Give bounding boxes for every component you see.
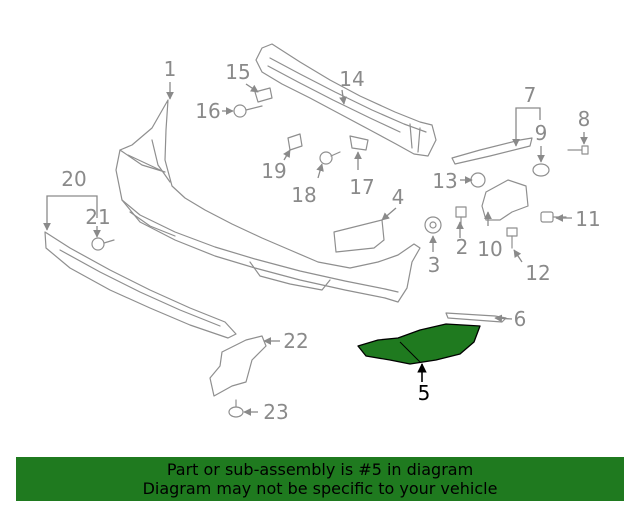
bolt-vertical-drawing <box>506 227 518 249</box>
trim-strip-drawing <box>445 312 507 323</box>
callout-10: 10 <box>477 237 502 261</box>
callout-8: 8 <box>578 107 591 131</box>
splash-shield-highlighted <box>357 323 481 365</box>
clip-15-drawing <box>254 87 273 103</box>
push-clip-drawing <box>228 399 244 418</box>
callout-4: 4 <box>392 185 405 209</box>
small-bolt-drawing <box>455 206 467 229</box>
side-strip-drawing <box>451 137 533 165</box>
callout-21: 21 <box>85 205 110 229</box>
exploded-parts-diagram: 1 2 3 4 5 6 7 8 9 10 11 12 13 14 15 16 1… <box>43 43 601 424</box>
callout-18: 18 <box>291 183 316 207</box>
callout-19: 19 <box>261 159 286 183</box>
reinforcement-beam-drawing <box>255 43 437 157</box>
leader-lines <box>43 82 588 416</box>
clip-17-drawing <box>349 135 369 151</box>
callout-9: 9 <box>535 121 548 145</box>
callout-11: 11 <box>575 207 600 231</box>
callout-13: 13 <box>432 169 457 193</box>
banner-line-2: Diagram may not be specific to your vehi… <box>142 479 498 498</box>
info-banner: Part or sub-assembly is #5 in diagram Di… <box>16 457 624 501</box>
bumper-cover-drawing <box>115 99 421 303</box>
callout-7: 7 <box>524 83 537 107</box>
lower-valance-drawing <box>44 231 237 339</box>
callout-14: 14 <box>339 67 364 91</box>
callout-17: 17 <box>349 175 374 199</box>
callout-12: 12 <box>525 261 550 285</box>
screw-drawing <box>567 145 589 155</box>
clip-drawing <box>532 163 550 177</box>
side-bracket-drawing <box>209 335 267 397</box>
callout-5-highlighted: 5 <box>418 381 431 405</box>
nut-drawing <box>470 172 486 188</box>
reflector-cover-drawing <box>333 219 385 253</box>
callout-3: 3 <box>428 253 441 277</box>
callout-23: 23 <box>263 400 288 424</box>
callout-numbers: 1 2 3 4 5 6 7 8 9 10 11 12 13 14 15 16 1… <box>61 57 600 424</box>
mounting-bracket-drawing <box>481 179 529 221</box>
callout-16: 16 <box>195 99 220 123</box>
banner-line-1: Part or sub-assembly is #5 in diagram <box>166 460 474 479</box>
splash-shield-detail <box>399 341 421 363</box>
clip-19-drawing <box>287 133 303 151</box>
screw-18-drawing <box>319 151 341 165</box>
callout-20: 20 <box>61 167 86 191</box>
callout-2: 2 <box>456 235 469 259</box>
callout-22: 22 <box>283 329 308 353</box>
screw-16-drawing <box>233 104 263 118</box>
callout-15: 15 <box>225 60 250 84</box>
bolt-drawing <box>540 211 567 223</box>
washer-drawing <box>424 216 442 234</box>
callout-6: 6 <box>514 307 527 331</box>
clip-21-drawing <box>91 237 115 251</box>
callout-1: 1 <box>164 57 177 81</box>
